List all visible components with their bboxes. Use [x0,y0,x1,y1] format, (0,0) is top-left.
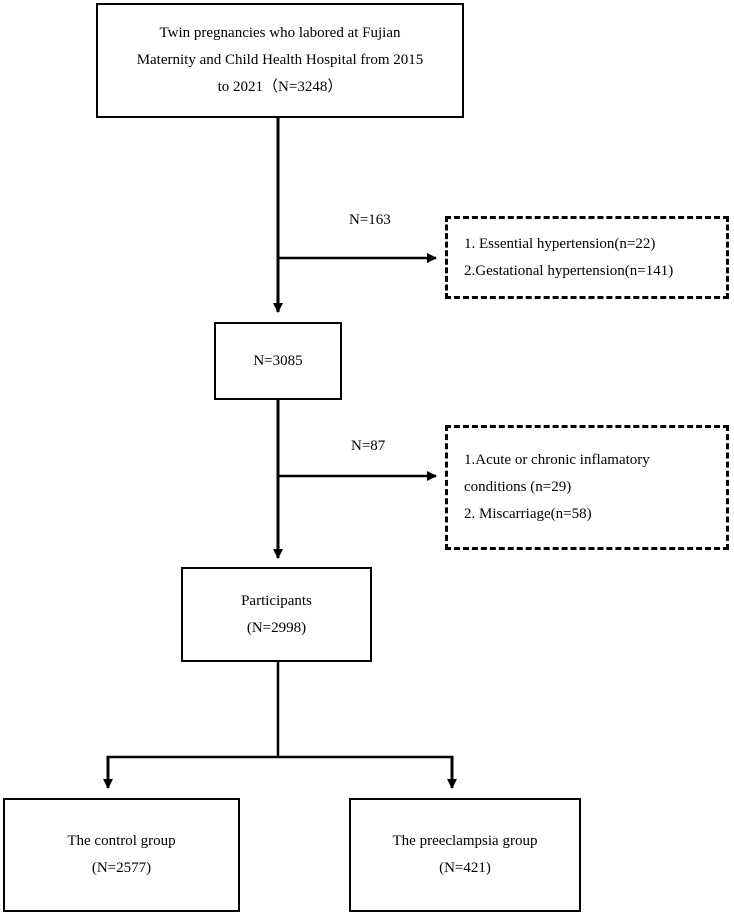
exclusion-1-box: 1. Essential hypertension(n=22) 2.Gestat… [445,216,729,299]
participants-title: Participants [241,592,312,609]
control-group-count: (N=2577) [91,860,152,876]
exclusion-1-count: N=163 [349,212,391,228]
preeclampsia-group-count: (N=421) [439,860,491,876]
step-count-label: N=3085 [253,352,303,369]
source-line-2: Maternity and Child Health Hospital from… [136,52,424,68]
source-line-3: to 2021（N=3248） [217,79,343,95]
step-count-box: N=3085 [214,322,342,400]
exclusion-2-item-2: conditions (n=29) [464,479,572,495]
control-group-title: The control group [67,833,176,849]
exclusion-2-box: 1.Acute or chronic inflamatory condition… [445,425,729,550]
exclusion-1-item-1: 1. Essential hypertension(n=22) [464,235,656,252]
control-group-box: The control group (N=2577) [3,798,240,912]
exclusion-1-item-2: 2.Gestational hypertension(n=141) [464,262,674,279]
exclusion-2-item-3: 2. Miscarriage(n=58) [464,506,592,522]
participants-count: (N=2998) [246,619,307,636]
source-line-1: Twin pregnancies who labored at Fujian [159,25,401,41]
exclusion-2-item-1: 1.Acute or chronic inflamatory [464,452,650,468]
preeclampsia-group-box: The preeclampsia group (N=421) [349,798,581,912]
preeclampsia-group-title: The preeclampsia group [392,833,538,849]
source-population-box: Twin pregnancies who labored at Fujian M… [96,3,464,118]
participants-box: Participants (N=2998) [181,567,372,662]
exclusion-2-count: N=87 [351,438,386,454]
